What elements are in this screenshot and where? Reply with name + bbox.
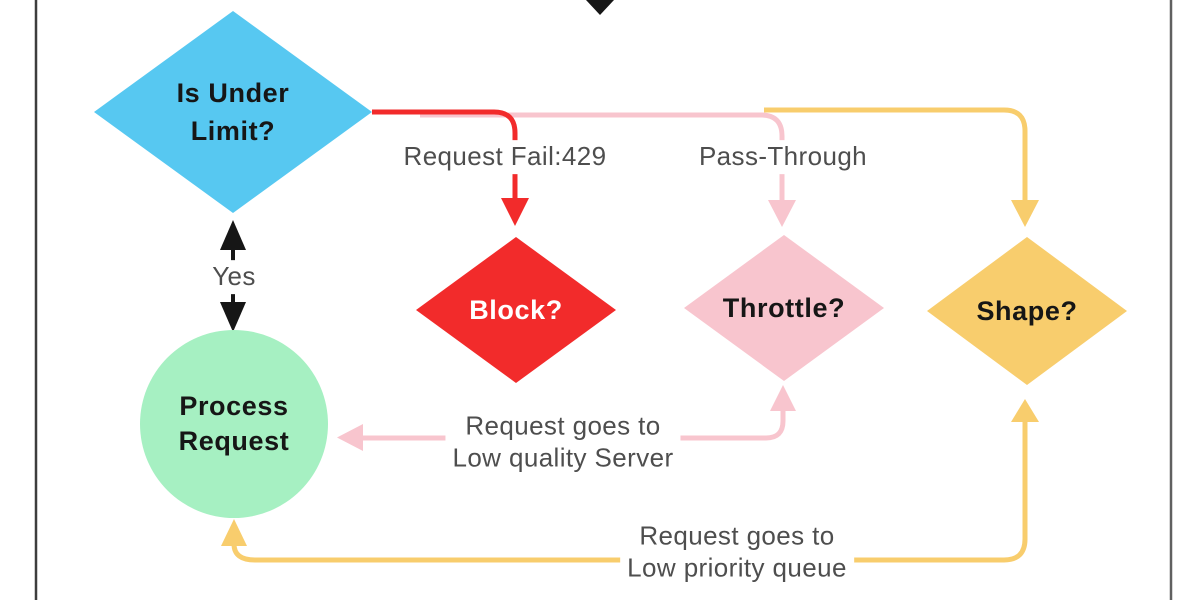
node-block-label: Block?: [469, 294, 563, 325]
edge-yes-arrowhead-up: [220, 220, 246, 250]
node-is-under-limit-label: Is Under Limit?: [176, 77, 290, 146]
edge-to-shape-arrowhead: [1011, 200, 1039, 227]
node-throttle-label: Throttle?: [722, 292, 846, 323]
edge-pass-through-arrowhead: [768, 200, 796, 227]
edge-request-fail-line: [372, 109, 518, 199]
edge-low-quality-arrowhead-up: [770, 385, 796, 411]
edge-low-priority-arrowhead-up-circle: [221, 519, 247, 546]
edge-label-request-fail: Request Fail:429: [396, 140, 614, 174]
edge-to-shape-line: [764, 107, 1028, 201]
edge-pass-through-line: [420, 112, 785, 201]
node-shape-label: Shape?: [976, 295, 1078, 326]
edge-low-priority-arrowhead-up-shape: [1011, 399, 1039, 422]
edge-label-low-priority-queue: Request goes to Low priority queue: [620, 519, 854, 585]
edge-label-low-quality-server: Request goes to Low quality Server: [445, 409, 681, 475]
edge-low-priority-line: [231, 420, 1028, 563]
edge-label-yes: Yes: [205, 260, 263, 294]
node-process-request: Process Request: [140, 330, 328, 518]
edge-request-fail-arrowhead: [501, 198, 529, 226]
edge-low-quality-arrowhead-left: [337, 424, 363, 451]
edge-low-quality-line: [362, 409, 786, 441]
edge-yes-arrowhead-down: [220, 302, 246, 332]
node-process-request-label: Process Request: [178, 390, 290, 456]
incoming-request-arrowhead: [586, 0, 614, 15]
edge-label-pass-through: Pass-Through: [691, 140, 875, 174]
